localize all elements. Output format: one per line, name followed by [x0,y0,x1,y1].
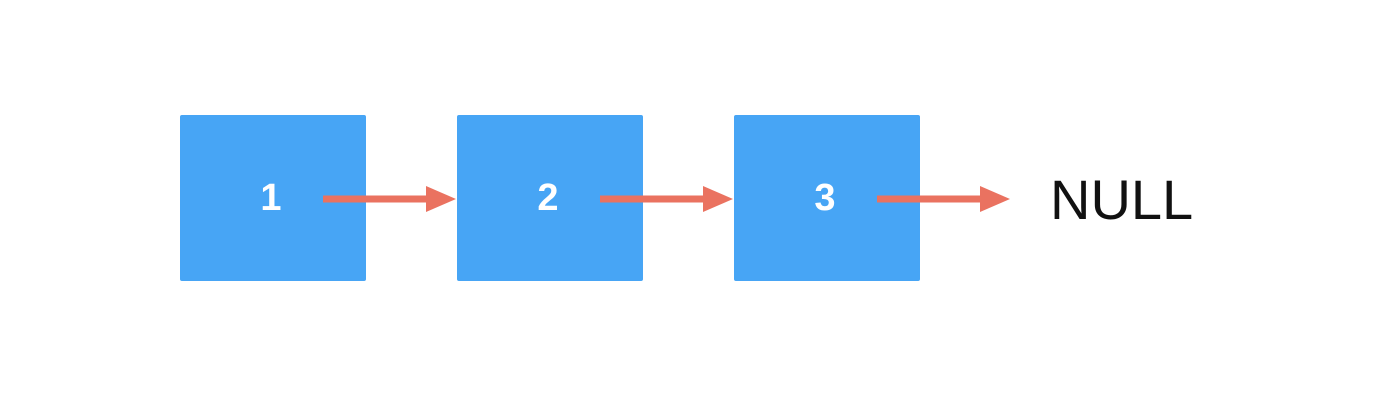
list-node-3: 3 [734,115,920,281]
list-node-2: 2 [457,115,643,281]
list-node-1: 1 [180,115,366,281]
null-terminal-label: NULL [1050,168,1194,231]
node-1-value: 1 [260,176,282,219]
node-3-value: 3 [814,176,836,219]
node-2-value: 2 [537,176,559,219]
